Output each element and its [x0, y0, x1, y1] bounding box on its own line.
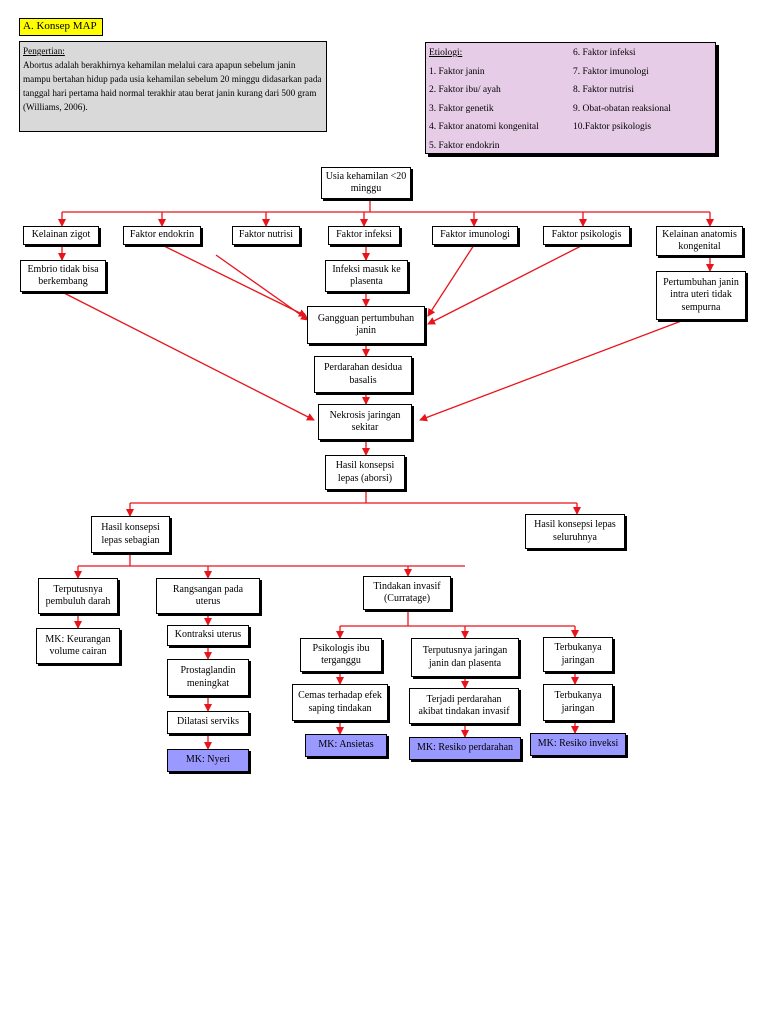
page-title: A. Konsep MAP: [19, 18, 103, 36]
etiology-item: 10.Faktor psikologis: [573, 122, 652, 132]
etiology-box: Etiologi: 1. Faktor janin 2. Faktor ibu/…: [425, 42, 716, 154]
node-infeksi-plasenta: Infeksi masuk ke plasenta: [325, 260, 408, 292]
node-terbukanya-1: Terbukanya jaringan: [543, 637, 613, 672]
node-cemas: Cemas terhadap efek saping tindakan: [292, 684, 388, 721]
etiology-item: 1. Faktor janin: [429, 66, 485, 77]
node-faktor-infeksi: Faktor infeksi: [328, 226, 400, 245]
node-terbukanya-2: Terbukanya jaringan: [543, 684, 613, 721]
node-embrio: Embrio tidak bisa berkembang: [20, 260, 106, 292]
etiology-item: 2. Faktor ibu/ ayah: [429, 85, 501, 95]
definition-box: Pengertian: Abortus adalah berakhirnya k…: [19, 41, 327, 132]
node-faktor-endokrin: Faktor endokrin: [123, 226, 201, 245]
node-hasil-konsepsi: Hasil konsepsi lepas (aborsi): [325, 455, 405, 490]
node-lepas-sebagian: Hasil konsepsi lepas sebagian: [91, 516, 170, 553]
node-lepas-seluruhnya: Hasil konsepsi lepas seluruhnya: [525, 514, 625, 549]
node-faktor-psikologis: Faktor psikologis: [543, 226, 630, 245]
node-perdarahan-desidua: Perdarahan desidua basalis: [314, 356, 412, 393]
etiology-item: 5. Faktor endokrin: [429, 140, 500, 151]
node-faktor-imunologi: Faktor imunologi: [432, 226, 518, 245]
etiology-heading: Etiologi:: [429, 48, 463, 58]
node-kelainan-anatomis: Kelainan anatomis kongenital: [656, 226, 743, 256]
etiology-item: 9. Obat-obatan reaksional: [573, 103, 671, 114]
etiology-item: 7. Faktor imunologi: [573, 66, 649, 77]
node-faktor-nutrisi: Faktor nutrisi: [232, 226, 300, 245]
definition-heading: Pengertian:: [23, 46, 65, 56]
node-dilatasi: Dilatasi serviks: [167, 711, 249, 734]
etiology-item: 3. Faktor genetik: [429, 103, 494, 114]
definition-text: Abortus adalah berakhirnya kehamilan mel…: [23, 59, 322, 112]
etiology-item: 4. Faktor anatomi kongenital: [429, 122, 539, 132]
node-mk-ansietas: MK: Ansietas: [305, 734, 387, 757]
node-mk-nyeri: MK: Nyeri: [167, 749, 249, 772]
etiology-right-column: 6. Faktor infeksi 7. Faktor imunologi 8.…: [573, 44, 671, 137]
node-prostaglandin: Prostaglandin meningkat: [167, 659, 249, 696]
node-terjadi-perdarahan: Terjadi perdarahan akibat tindakan invas…: [409, 688, 519, 724]
etiology-item: 6. Faktor infeksi: [573, 48, 636, 58]
node-kontraksi: Kontraksi uterus: [167, 625, 249, 646]
node-mk-keurangan: MK: Keurangan volume cairan: [36, 628, 120, 664]
etiology-item: 8. Faktor nutrisi: [573, 85, 634, 95]
node-rangsangan: Rangsangan pada uterus: [156, 578, 260, 614]
node-terputusnya-jaringan: Terputusnya jaringan janin dan plasenta: [411, 638, 519, 677]
node-usia-kehamilan: Usia kehamilan <20 minggu: [321, 167, 411, 199]
node-terputusnya-pembuluh: Terputusnya pembuluh darah: [38, 578, 118, 614]
node-mk-perdarahan: MK: Resiko perdarahan: [409, 737, 521, 760]
etiology-left-column: Etiologi: 1. Faktor janin 2. Faktor ibu/…: [429, 44, 539, 155]
node-mk-inveksi: MK: Resiko inveksi: [530, 733, 626, 756]
node-pertumbuhan-janin: Pertumbuhan janin intra uteri tidak semp…: [656, 271, 746, 320]
node-nekrosis: Nekrosis jaringan sekitar: [318, 404, 412, 440]
node-gangguan: Gangguan pertumbuhan janin: [307, 306, 425, 344]
node-kelainan-zigot: Kelainan zigot: [23, 226, 99, 245]
node-tindakan-invasif: Tindakan invasif (Curratage): [363, 576, 451, 610]
node-psikologis: Psikologis ibu terganggu: [300, 638, 382, 672]
